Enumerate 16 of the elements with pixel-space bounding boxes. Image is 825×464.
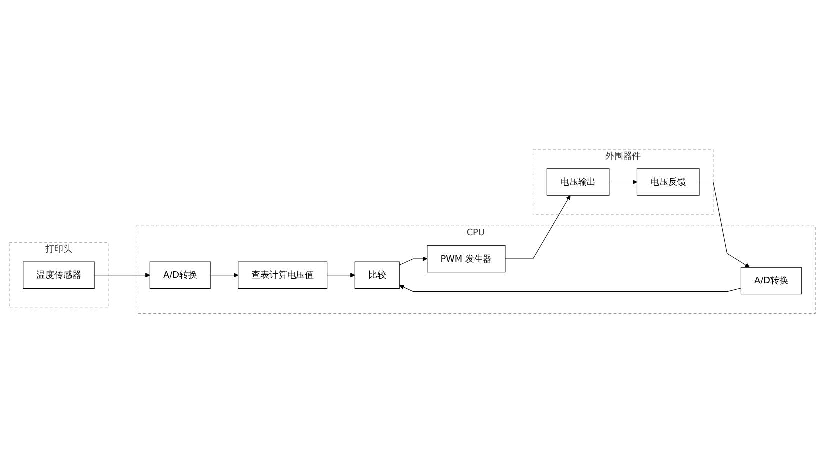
arrow xyxy=(609,180,638,186)
node-box: A/D转换 xyxy=(740,268,802,295)
arrow xyxy=(327,273,356,278)
arrow xyxy=(399,256,428,266)
arrow xyxy=(94,273,150,278)
arrow xyxy=(210,273,239,278)
arrow xyxy=(699,182,750,268)
arrow xyxy=(399,285,742,292)
node-box: A/D转换 xyxy=(150,262,211,290)
arrow xyxy=(505,196,571,260)
node-box: 电压反馈 xyxy=(636,169,700,196)
node-box: PWM 发生器 xyxy=(427,246,506,273)
node-box: 温度传感器 xyxy=(23,262,95,290)
node-box: 比较 xyxy=(354,262,400,290)
node-box: 电压输出 xyxy=(546,169,610,196)
node-box: 查表计算电压值 xyxy=(238,262,328,290)
